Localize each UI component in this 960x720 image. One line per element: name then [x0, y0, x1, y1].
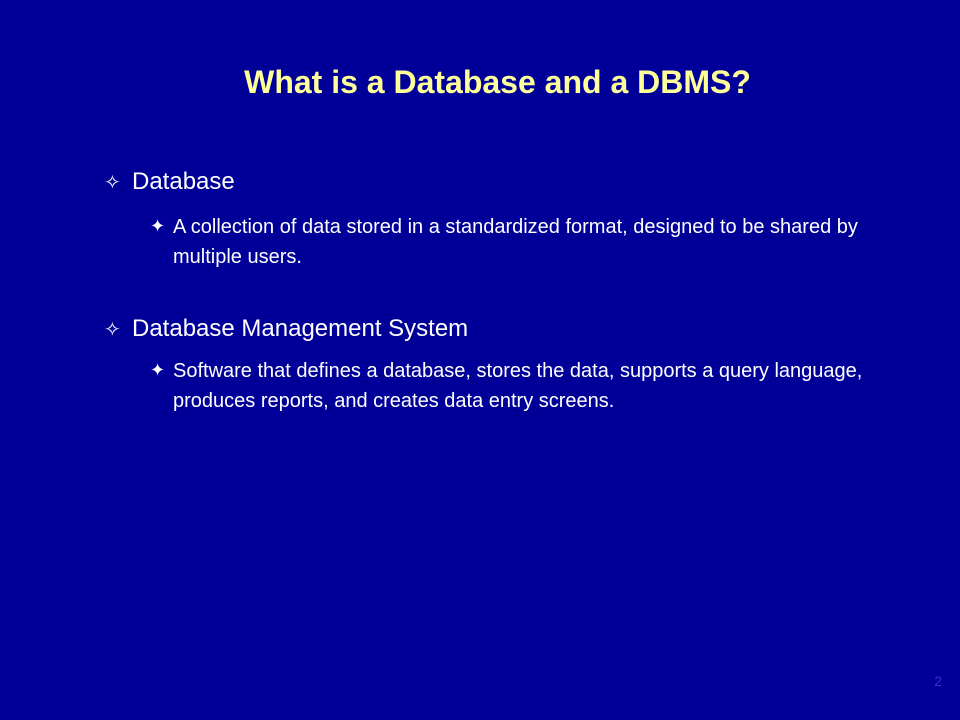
bullet-heading-dbms: Database Management System: [132, 315, 469, 342]
database-description-text: A collection of data stored in a standar…: [173, 216, 858, 268]
bullet-dbms: ✧ Database Management System: [104, 314, 884, 344]
outline-four-point-star-icon: ✧: [104, 170, 121, 194]
outline-four-point-star-icon: ✧: [104, 317, 121, 341]
sub-bullet-dbms-description: ✦ Software that defines a database, stor…: [150, 356, 870, 416]
sub-bullet-database-description: ✦ A collection of data stored in a stand…: [150, 212, 870, 272]
four-point-star-icon: ✦: [150, 360, 166, 381]
page-number: 2: [934, 673, 942, 689]
bullet-database: ✧ Database: [104, 167, 884, 197]
bullet-heading-database: Database: [132, 168, 235, 195]
slide-title: What is a Database and a DBMS?: [244, 64, 751, 100]
dbms-description-text: Software that defines a database, stores…: [173, 360, 863, 412]
four-point-star-icon: ✦: [150, 216, 166, 237]
